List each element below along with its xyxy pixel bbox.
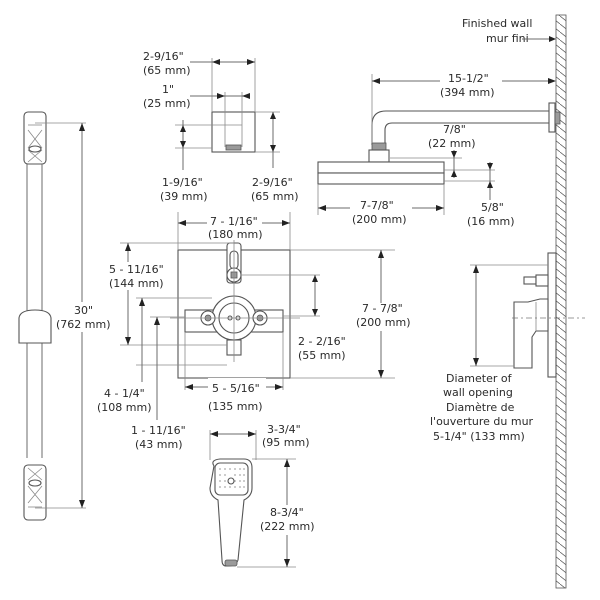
wall-opening-line5: 5-1/4" (133 mm)	[433, 430, 525, 443]
bar-length-in: 30"	[74, 304, 93, 317]
head-width-mm: (200 mm)	[352, 213, 407, 226]
body-center-mm: (108 mm)	[97, 401, 152, 414]
elbow-outlet-height-in: 1-9/16"	[162, 176, 203, 189]
elbow-outlet-thread	[225, 144, 242, 151]
rain-shower-head	[317, 149, 445, 185]
plate-height-mm: (200 mm)	[356, 316, 411, 329]
outlet-offset-in: 2 - 2/16"	[298, 335, 346, 348]
wall-arrow	[549, 36, 556, 42]
wall-opening-line1: Diameter of	[446, 372, 513, 385]
hand-width-mm: (95 mm)	[262, 436, 310, 449]
plate-width-in: 7 - 1/16"	[210, 215, 258, 228]
lower-mm: (43 mm)	[135, 438, 183, 451]
arm-connector	[371, 142, 387, 151]
wall-opening-line2: wall opening	[443, 386, 513, 399]
wall-opening-line4: l'ouverture du mur	[430, 415, 534, 428]
hand-width-in: 3-3/4"	[267, 423, 301, 436]
connector-mm: (22 mm)	[428, 137, 476, 150]
plate-width-mm: (180 mm)	[208, 228, 263, 241]
spray-nozzles	[219, 468, 245, 488]
upper-outlet-mm: (144 mm)	[109, 277, 164, 290]
head-width-in: 7-7/8"	[360, 199, 394, 212]
upper-outlet-in: 5 - 11/16"	[109, 263, 164, 276]
lower-in: 1 - 11/16"	[131, 424, 186, 437]
connector-in: 7/8"	[443, 123, 466, 136]
body-center-in: 4 - 1/4"	[104, 387, 145, 400]
elbow-outlet-mm: (25 mm)	[143, 97, 191, 110]
arm-length-in: 15-1/2"	[448, 72, 489, 85]
wall-elbow	[211, 58, 256, 153]
elbow-height-mm: (65 mm)	[251, 190, 299, 203]
finished-wall	[555, 14, 567, 589]
valve-body	[170, 238, 300, 362]
elbow-width-in: 2-9/16"	[143, 50, 184, 63]
shower-arm	[371, 102, 561, 151]
inlet-spacing-mm: (135 mm)	[208, 400, 263, 413]
elbow-outlet-in: 1"	[162, 83, 174, 96]
elbow-height-in: 2-9/16"	[252, 176, 293, 189]
wall-opening-line3: Diamètre de	[446, 401, 515, 414]
slide-bar	[18, 111, 52, 521]
outlet-offset-mm: (55 mm)	[298, 349, 346, 362]
inlet-spacing-in: 5 - 5/16"	[212, 382, 260, 395]
arm-length-mm: (394 mm)	[440, 86, 495, 99]
valve-side-view	[512, 252, 585, 378]
bar-length-mm: (762 mm)	[56, 318, 111, 331]
head-thickness-mm: (16 mm)	[467, 215, 515, 228]
hand-shower	[209, 458, 253, 567]
plate-height-in: 7 - 7/8"	[362, 302, 403, 315]
elbow-width-mm: (65 mm)	[143, 64, 191, 77]
head-thickness-in: 5/8"	[481, 201, 504, 214]
wall-label-en: Finished wall	[462, 17, 532, 30]
elbow-outlet-height-mm: (39 mm)	[160, 190, 208, 203]
hand-length-mm: (222 mm)	[260, 520, 315, 533]
hand-length-in: 8-3/4"	[270, 506, 304, 519]
wall-label-fr: mur fini	[486, 32, 529, 45]
